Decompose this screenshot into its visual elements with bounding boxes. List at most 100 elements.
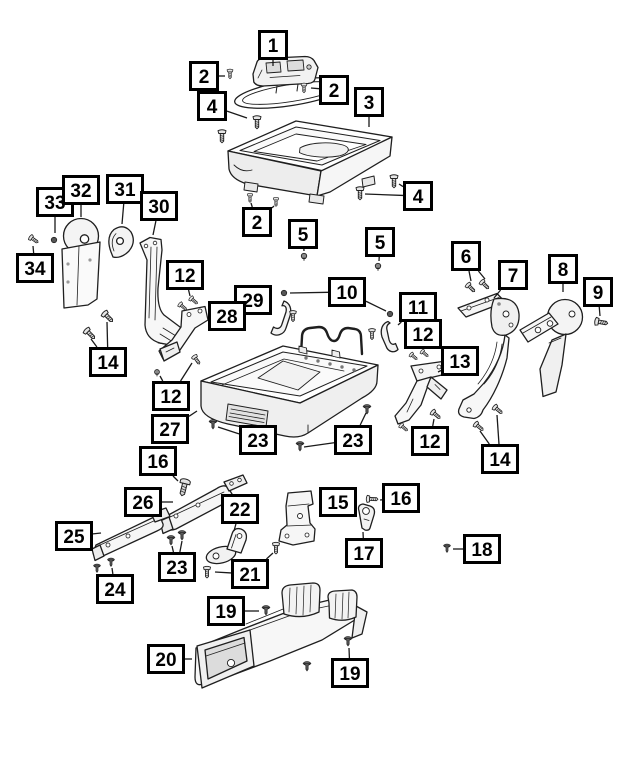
callout-box[interactable] bbox=[583, 277, 613, 307]
callout-17[interactable]: 17 bbox=[345, 531, 383, 568]
callout-28[interactable]: 28 bbox=[208, 301, 246, 331]
callout-5[interactable]: 5 bbox=[288, 219, 318, 252]
callout-19[interactable]: 19 bbox=[207, 596, 260, 626]
callout-13[interactable]: 13 bbox=[437, 346, 479, 376]
fastener-screw bbox=[491, 403, 505, 417]
callout-box[interactable] bbox=[207, 596, 245, 626]
callout-box[interactable] bbox=[147, 644, 185, 674]
callout-12[interactable]: 12 bbox=[152, 362, 193, 411]
callout-box[interactable] bbox=[258, 30, 288, 60]
callout-box[interactable] bbox=[441, 346, 479, 376]
callout-22[interactable]: 22 bbox=[221, 494, 259, 532]
callout-34[interactable]: 34 bbox=[16, 245, 54, 283]
callout-4[interactable]: 4 bbox=[197, 91, 248, 121]
callout-14[interactable]: 14 bbox=[479, 414, 519, 474]
callout-box[interactable] bbox=[463, 534, 501, 564]
callout-box[interactable] bbox=[481, 444, 519, 474]
callout-box[interactable] bbox=[152, 381, 190, 411]
callout-box[interactable] bbox=[89, 347, 127, 377]
callout-box[interactable] bbox=[498, 260, 528, 290]
callout-12[interactable]: 12 bbox=[411, 418, 449, 456]
callout-16[interactable]: 16 bbox=[139, 446, 179, 482]
callout-4[interactable]: 4 bbox=[364, 181, 433, 211]
part-30-pivot-bracket bbox=[139, 236, 185, 348]
callout-box[interactable] bbox=[365, 227, 395, 257]
callout-number: 14 bbox=[489, 450, 511, 471]
callout-26[interactable]: 26 bbox=[124, 487, 174, 517]
callout-11[interactable]: 11 bbox=[397, 292, 437, 326]
callout-23[interactable]: 23 bbox=[217, 425, 277, 455]
callout-box[interactable] bbox=[403, 181, 433, 211]
callout-box[interactable] bbox=[334, 425, 372, 455]
callout-box[interactable] bbox=[319, 487, 357, 517]
callout-box[interactable] bbox=[331, 658, 369, 688]
callout-box[interactable] bbox=[404, 319, 442, 349]
callout-9[interactable]: 9 bbox=[583, 277, 613, 317]
callout-12[interactable]: 12 bbox=[404, 319, 442, 350]
callout-box[interactable] bbox=[158, 552, 196, 582]
callout-14[interactable]: 14 bbox=[89, 321, 127, 377]
callout-box[interactable] bbox=[242, 207, 272, 237]
callout-number: 19 bbox=[339, 664, 360, 685]
callout-7[interactable]: 7 bbox=[493, 260, 528, 299]
callout-25[interactable]: 25 bbox=[55, 521, 102, 551]
callout-19[interactable]: 19 bbox=[331, 647, 369, 688]
callout-box[interactable] bbox=[345, 538, 383, 568]
part-20-floor-duct bbox=[194, 582, 368, 689]
leader-line bbox=[598, 306, 601, 317]
callout-3[interactable]: 3 bbox=[354, 87, 384, 128]
callout-24[interactable]: 24 bbox=[96, 567, 134, 604]
callout-12[interactable]: 12 bbox=[166, 260, 204, 297]
callout-box[interactable] bbox=[208, 301, 246, 331]
callout-23[interactable]: 23 bbox=[158, 540, 196, 582]
callout-box[interactable] bbox=[354, 87, 384, 117]
callout-box[interactable] bbox=[221, 494, 259, 524]
callout-box[interactable] bbox=[328, 277, 366, 307]
callout-32[interactable]: 32 bbox=[62, 175, 100, 218]
callout-box[interactable] bbox=[288, 219, 318, 249]
callout-box[interactable] bbox=[231, 559, 269, 589]
callout-20[interactable]: 20 bbox=[147, 644, 193, 674]
callout-1[interactable]: 1 bbox=[258, 30, 288, 67]
callout-23[interactable]: 23 bbox=[303, 412, 372, 455]
fastener-screw bbox=[190, 353, 203, 367]
callout-box[interactable] bbox=[319, 75, 349, 105]
callout-box[interactable] bbox=[140, 191, 178, 221]
callout-box[interactable] bbox=[548, 254, 578, 284]
callout-31[interactable]: 31 bbox=[106, 174, 144, 225]
callout-21[interactable]: 21 bbox=[214, 552, 274, 589]
callout-box[interactable] bbox=[124, 487, 162, 517]
callout-box[interactable] bbox=[399, 292, 437, 322]
callout-box[interactable] bbox=[239, 425, 277, 455]
callout-box[interactable] bbox=[166, 260, 204, 290]
callout-box[interactable] bbox=[189, 61, 219, 91]
callout-2[interactable]: 2 bbox=[242, 202, 275, 237]
callout-18[interactable]: 18 bbox=[453, 534, 501, 564]
callout-15[interactable]: 15 bbox=[319, 487, 357, 517]
callout-5[interactable]: 5 bbox=[365, 227, 395, 262]
callout-box[interactable] bbox=[197, 91, 227, 121]
callout-box[interactable] bbox=[16, 253, 54, 283]
fastener-clip bbox=[374, 262, 382, 272]
callout-30[interactable]: 30 bbox=[140, 191, 178, 236]
callout-box[interactable] bbox=[382, 483, 420, 513]
callout-box[interactable] bbox=[451, 241, 481, 271]
callout-box[interactable] bbox=[55, 521, 93, 551]
callout-10[interactable]: 10 bbox=[289, 277, 387, 312]
callout-2[interactable]: 2 bbox=[310, 75, 349, 105]
callout-box[interactable] bbox=[62, 175, 100, 205]
fastener-pin bbox=[93, 563, 101, 573]
callout-16[interactable]: 16 bbox=[379, 483, 420, 513]
callout-number: 31 bbox=[114, 180, 136, 201]
callout-6[interactable]: 6 bbox=[451, 241, 486, 282]
callout-2[interactable]: 2 bbox=[189, 61, 226, 91]
callout-number: 12 bbox=[419, 432, 440, 453]
callout-27[interactable]: 27 bbox=[151, 410, 198, 444]
callout-8[interactable]: 8 bbox=[548, 254, 578, 293]
callout-box[interactable] bbox=[106, 174, 144, 204]
callout-box[interactable] bbox=[151, 414, 189, 444]
fastener-screw bbox=[226, 68, 234, 80]
callout-box[interactable] bbox=[96, 574, 134, 604]
callout-box[interactable] bbox=[139, 446, 177, 476]
callout-box[interactable] bbox=[411, 426, 449, 456]
